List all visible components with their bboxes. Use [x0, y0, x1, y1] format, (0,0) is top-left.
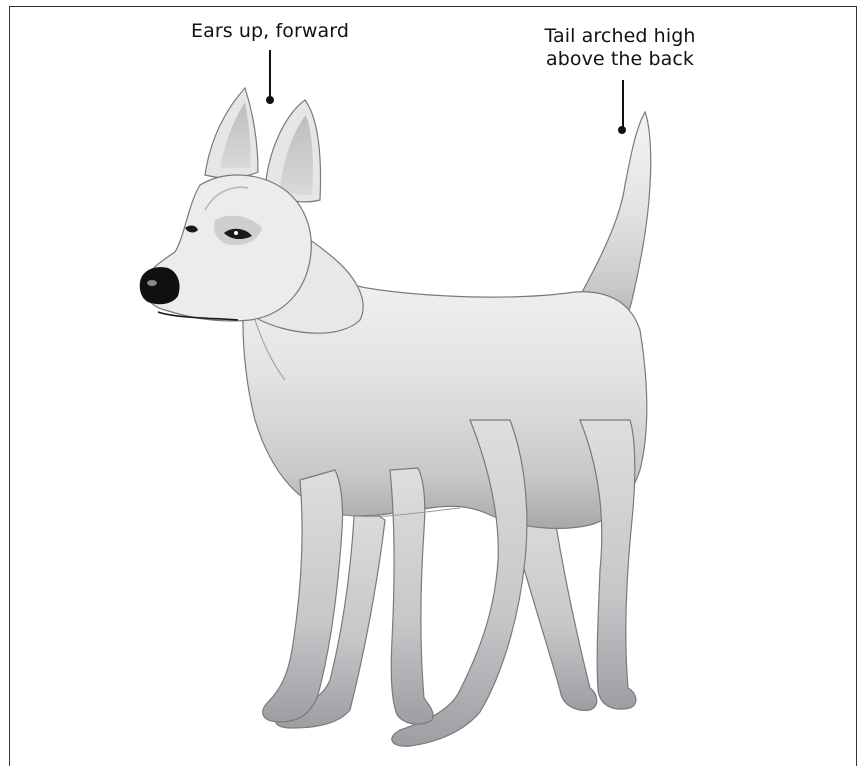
ears-callout: [266, 50, 274, 104]
near-eye-highlight: [234, 231, 238, 235]
nose-highlight: [147, 280, 157, 286]
nose: [140, 267, 180, 304]
tail-callout: [618, 80, 626, 134]
